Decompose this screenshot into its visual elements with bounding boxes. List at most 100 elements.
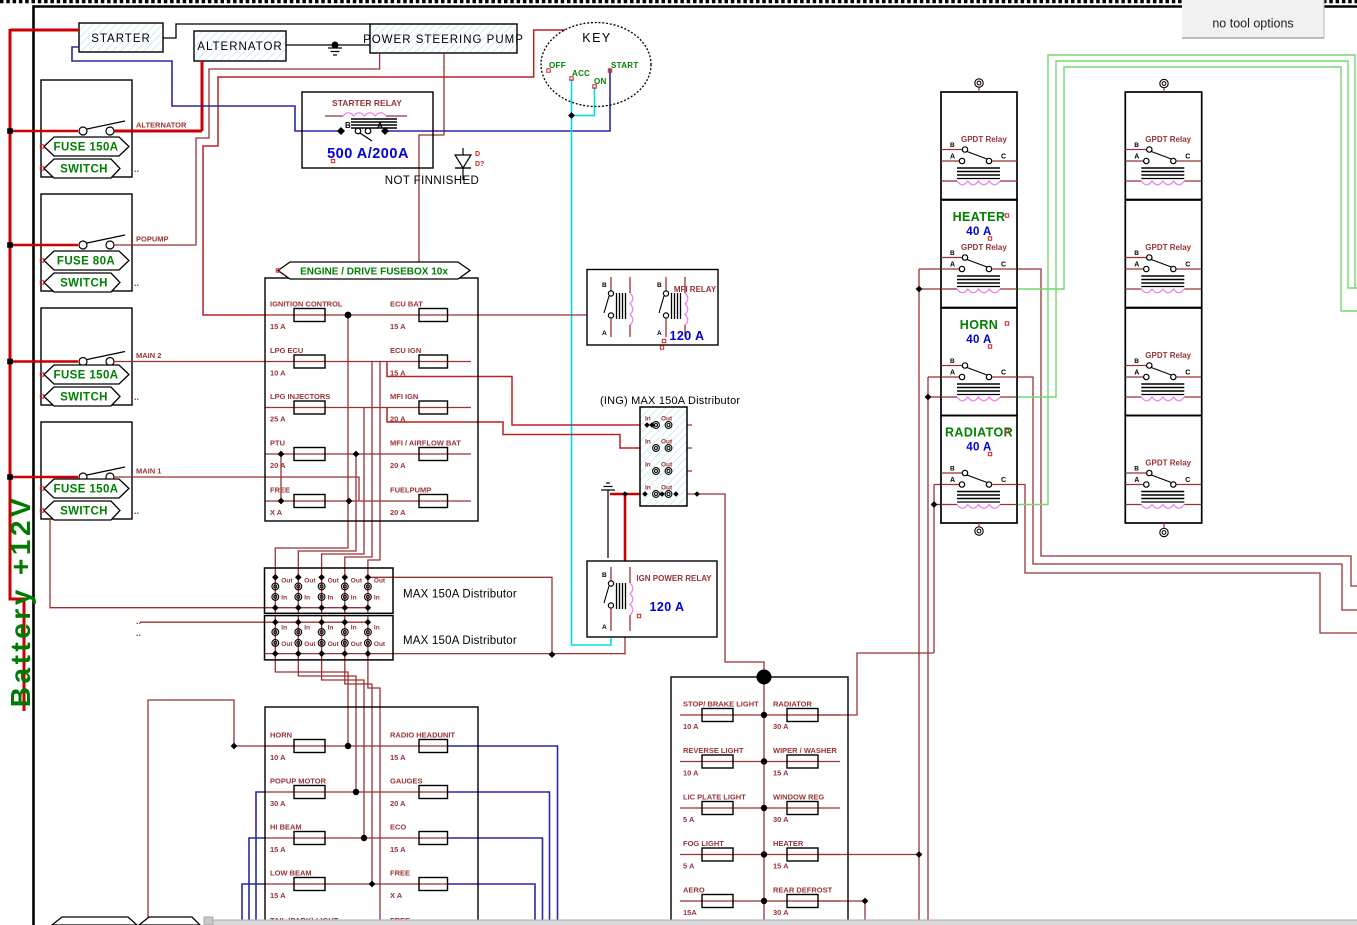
svg-text:20 A: 20 A [390,799,406,808]
svg-text:40 A: 40 A [966,442,991,454]
svg-text:C: C [1185,154,1190,161]
svg-text:A: A [950,477,955,484]
svg-text:120 A: 120 A [650,600,685,614]
svg-text:15 A: 15 A [390,369,406,378]
svg-text:In: In [351,625,357,632]
svg-text:GPDT Relay: GPDT Relay [1145,135,1191,144]
svg-text:KEY: KEY [582,31,612,45]
svg-text:10 A: 10 A [683,722,699,731]
svg-text:B: B [950,142,955,149]
svg-text:FREE: FREE [390,869,410,878]
svg-text:ON: ON [594,77,607,86]
svg-text:In: In [645,416,651,423]
svg-text:20 A: 20 A [270,461,286,470]
svg-text:ACC: ACC [572,69,590,78]
svg-text:POPUMP: POPUMP [136,235,169,244]
svg-text:SWITCH: SWITCH [60,164,108,176]
svg-text:40 A: 40 A [966,226,991,238]
svg-text:C: C [1185,370,1190,377]
svg-text:ECU BAT: ECU BAT [390,300,423,309]
svg-text:OFF: OFF [549,61,566,70]
svg-text:GPDT Relay: GPDT Relay [961,135,1007,144]
svg-text:In: In [645,439,651,446]
svg-text:(ING) MAX 150A Distributor: (ING) MAX 150A Distributor [600,395,740,407]
svg-text:Out: Out [661,485,673,492]
svg-text:MAX 150A Distributor: MAX 150A Distributor [403,635,517,647]
svg-text:ENGINE / DRIVE FUSEBOX 10x: ENGINE / DRIVE FUSEBOX 10x [300,267,448,278]
svg-text:15 A: 15 A [773,769,789,778]
svg-text:ALTERNATOR: ALTERNATOR [136,121,187,130]
svg-text:X A: X A [270,508,283,517]
svg-text:15 A: 15 A [390,322,406,331]
svg-text:Out: Out [304,578,316,585]
svg-text:B: B [1134,250,1139,257]
svg-text:C: C [1001,262,1006,269]
svg-text:SWITCH: SWITCH [60,392,108,404]
svg-text:In: In [645,485,651,492]
svg-text:X A: X A [390,891,403,900]
svg-text:A: A [602,624,607,631]
svg-text:FOG LIGHT: FOG LIGHT [683,839,724,848]
svg-text:GPDT Relay: GPDT Relay [1145,351,1191,360]
svg-text:Out: Out [374,641,386,648]
svg-text:Out: Out [304,641,316,648]
svg-text:POWER STEERING PUMP: POWER STEERING PUMP [363,34,524,46]
svg-text:LOW BEAM: LOW BEAM [270,869,312,878]
svg-text:LPG ECU: LPG ECU [270,346,303,355]
svg-text:FUSE 150A: FUSE 150A [54,370,119,382]
svg-text:PTU: PTU [270,439,285,448]
svg-text:HEATER: HEATER [953,210,1006,224]
svg-text:RADIATOR: RADIATOR [945,426,1013,440]
svg-text:30 A: 30 A [270,799,286,808]
svg-text:Out: Out [661,439,673,446]
svg-text:GAUGES: GAUGES [390,777,423,786]
svg-text:SWITCH: SWITCH [60,278,108,290]
svg-text:In: In [351,595,357,602]
svg-text:20 A: 20 A [390,508,406,517]
svg-text:MFI IGN: MFI IGN [390,392,418,401]
svg-text:A: A [1134,370,1139,377]
svg-text:In: In [281,625,287,632]
svg-text:5 A: 5 A [683,815,695,824]
svg-text:FUELPUMP: FUELPUMP [390,486,431,495]
svg-text:SWITCH: SWITCH [60,506,108,518]
svg-text:FUSE 150A: FUSE 150A [54,484,119,496]
svg-text:B: B [950,250,955,257]
svg-text:D: D [475,151,480,158]
svg-text:C: C [1001,477,1006,484]
svg-text:Out: Out [351,578,363,585]
svg-text:STARTER: STARTER [91,33,151,45]
svg-text:Out: Out [661,416,673,423]
svg-text:LPG INJECTORS: LPG INJECTORS [270,392,330,401]
svg-text:In: In [328,625,334,632]
svg-text:40 A: 40 A [966,334,991,346]
svg-text:START: START [611,61,639,70]
svg-text:B: B [1134,142,1139,149]
svg-text:15 A: 15 A [390,845,406,854]
svg-text:15 A: 15 A [270,845,286,854]
svg-text:no tool options: no tool options [1212,17,1293,31]
svg-text:120 A: 120 A [670,329,705,343]
svg-text:30 A: 30 A [773,815,789,824]
svg-text:25 A: 25 A [270,415,286,424]
svg-text:LIC PLATE LIGHT: LIC PLATE LIGHT [683,793,746,802]
svg-text:In: In [304,625,310,632]
svg-text:Out: Out [328,641,340,648]
svg-text:A: A [602,330,607,337]
svg-text:A: A [950,154,955,161]
svg-text:MFI RELAY: MFI RELAY [674,285,717,294]
svg-text:10 A: 10 A [683,769,699,778]
svg-text:FUSE 80A: FUSE 80A [57,256,115,268]
svg-text:HEATER: HEATER [773,839,804,848]
svg-text:ALTERNATOR: ALTERNATOR [197,41,282,53]
svg-text:..: .. [136,628,141,638]
svg-text:15 A: 15 A [270,322,286,331]
svg-text:..: .. [136,616,141,626]
svg-text:RADIO HEADUNIT: RADIO HEADUNIT [390,731,455,740]
svg-text:20 A: 20 A [390,415,406,424]
svg-text:AERO: AERO [683,886,705,895]
svg-text:A: A [1134,154,1139,161]
svg-text:30 A: 30 A [773,908,789,917]
svg-text:Out: Out [351,641,363,648]
svg-text:IGN POWER RELAY: IGN POWER RELAY [636,574,712,583]
